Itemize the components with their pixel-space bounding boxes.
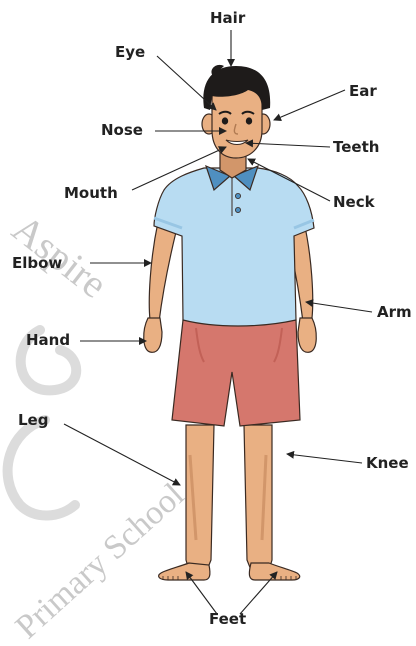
label-leg: Leg — [18, 413, 48, 428]
label-mouth: Mouth — [64, 186, 118, 201]
label-hand: Hand — [26, 333, 70, 348]
label-nose: Nose — [101, 123, 143, 138]
legs — [186, 425, 272, 570]
shirt — [154, 166, 314, 326]
label-eye: Eye — [115, 45, 145, 60]
body-parts-diagram: Aspire Primary School Hair Eye Ear Nose … — [0, 0, 416, 629]
label-ear: Ear — [349, 84, 377, 99]
label-knee: Knee — [366, 456, 409, 471]
label-feet: Feet — [209, 612, 246, 627]
label-hair: Hair — [210, 11, 245, 26]
label-neck: Neck — [333, 195, 375, 210]
label-arm: Arm — [377, 305, 412, 320]
label-teeth: Teeth — [333, 140, 379, 155]
feet — [159, 563, 300, 580]
label-elbow: Elbow — [12, 256, 62, 271]
shorts — [172, 320, 300, 426]
